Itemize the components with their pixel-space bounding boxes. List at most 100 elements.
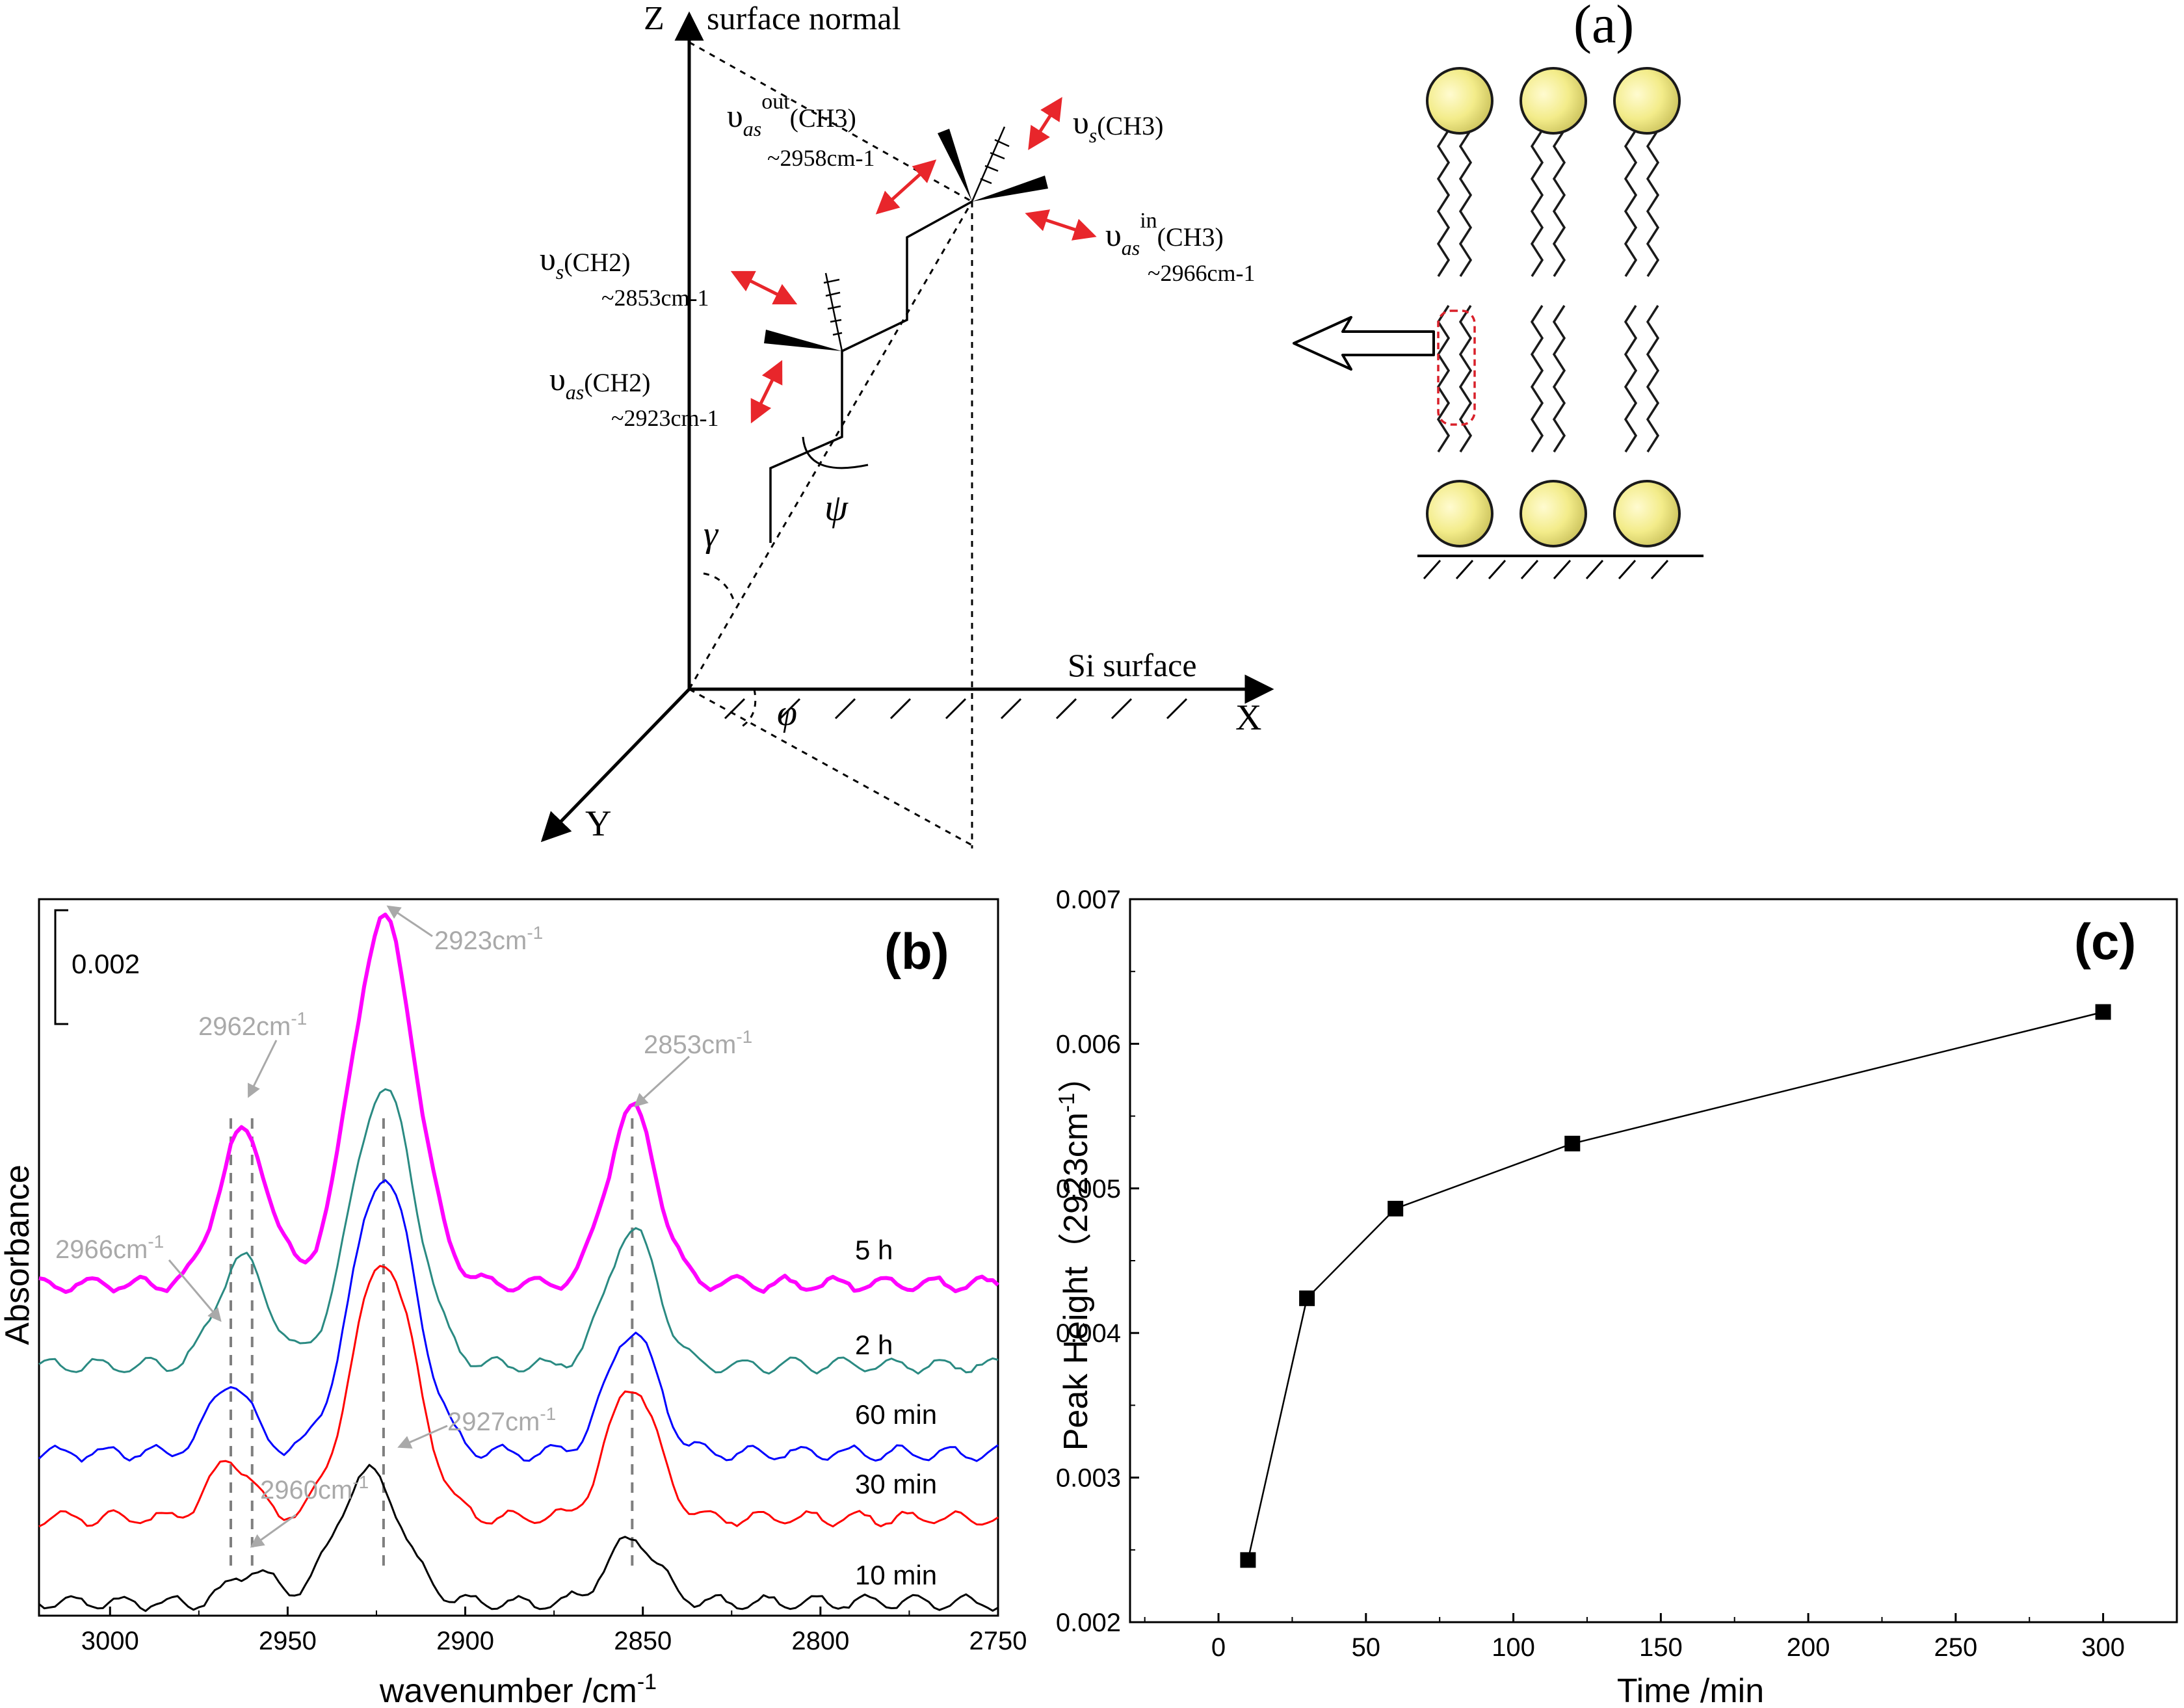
- spectrum-5-h: [38, 912, 1000, 1294]
- phi-label: φ: [777, 693, 797, 733]
- x-tick-label-c: 300: [2081, 1633, 2125, 1662]
- spectrum-60-min: [38, 1179, 999, 1463]
- panel-c-label: (c): [2074, 913, 2136, 970]
- peak-height-series: [1240, 1004, 2111, 1568]
- zoom-arrow: [1293, 316, 1435, 371]
- annotation-arrow: [386, 905, 433, 938]
- y-tick-label-c: 0.007: [1056, 886, 1121, 914]
- x-ticks-c: 0 50 100 150 200 250 300: [1144, 1613, 2125, 1662]
- x-ticks-b: 3000 2950 2900 2850 2800 2750: [81, 1607, 1027, 1655]
- peak-annotations: 2923cm-1 2962cm-1 2853cm-1 2966cm-1 2927cm-1…: [55, 905, 752, 1548]
- lipid-head: [1613, 67, 1681, 135]
- peak-annotation: 2923cm-1: [434, 923, 543, 955]
- mode-label-s-ch2: υs(CH2): [540, 241, 630, 283]
- panel-a-diagram: Z surface normal Si surface X Y γ ψ φ υa…: [540, 0, 1274, 848]
- surface-hatching: [724, 698, 1188, 720]
- spectrum-2-h: [38, 1088, 999, 1375]
- mode-wn-as-ch2: ~2923cm-1: [611, 405, 718, 431]
- peak-annotation: 2962cm-1: [198, 1008, 307, 1041]
- x-axis-title-c: Time /min: [1617, 1672, 1764, 1708]
- y-axis-title-b: Absorbance: [0, 1164, 36, 1345]
- spectrum-30-min: [38, 1265, 999, 1528]
- mode-label-s-ch3: υs(CH3): [1073, 104, 1163, 147]
- y-tick-label-c: 0.003: [1056, 1464, 1121, 1493]
- data-point: [1240, 1552, 1256, 1568]
- series-label: 60 min: [855, 1399, 937, 1430]
- y-axis-letter: Y: [585, 804, 611, 844]
- lipid-tails: [1436, 129, 1660, 453]
- x-tick-label-c: 200: [1787, 1633, 1830, 1662]
- x-tick-label-c: 0: [1211, 1633, 1226, 1662]
- z-axis-label: surface normal: [707, 0, 901, 36]
- annotation-arrow: [633, 1055, 691, 1107]
- x-axis-letter: X: [1235, 698, 1261, 738]
- data-point: [1564, 1135, 1581, 1151]
- y-tick-label-c: 0.005: [1056, 1175, 1121, 1203]
- mode-label-as-ch2: υas(CH2): [549, 361, 650, 404]
- lipid-head: [1520, 480, 1587, 547]
- peak-height-line: [1247, 1011, 2103, 1560]
- panel-b-chart: 3000 2950 2900 2850 2800 2750 2923cm-1 2962cm-…: [0, 898, 1027, 1708]
- x-tick-label-c: 250: [1934, 1633, 1977, 1662]
- mode-wn-s-ch2: ~2853cm-1: [601, 285, 709, 311]
- peak-annotation: 2960cm-1: [260, 1472, 369, 1504]
- peak-annotation: 2966cm-1: [55, 1231, 164, 1264]
- z-axis-letter: Z: [644, 0, 664, 37]
- peak-annotation: 2927cm-1: [447, 1404, 556, 1436]
- x-axis-label: Si surface: [1068, 647, 1197, 683]
- x-tick-label-b: 2850: [614, 1627, 672, 1655]
- annotation-arrow: [397, 1425, 448, 1449]
- psi-label: ψ: [824, 486, 849, 529]
- x-tick-label-b: 2950: [259, 1627, 317, 1655]
- series-label: 30 min: [855, 1469, 937, 1499]
- lipid-head: [1613, 480, 1681, 547]
- plot-frame-c: [1129, 898, 2178, 1623]
- x-tick-label-b: 3000: [81, 1627, 139, 1655]
- x-tick-label-b: 2800: [791, 1627, 849, 1655]
- series-label: 5 h: [855, 1235, 893, 1265]
- lipid-bilayer-schematic: (a): [1293, 0, 1704, 579]
- psi-arc: [802, 436, 869, 469]
- scale-bar-label: 0.002: [72, 949, 140, 979]
- spectra-series: [38, 912, 1000, 1612]
- plot-frame-b: [38, 898, 999, 1617]
- x-tick-label-c: 150: [1639, 1633, 1683, 1662]
- substrate-hatching: [1423, 560, 1669, 579]
- y-tick-label-c: 0.004: [1056, 1319, 1121, 1348]
- y-tick-label-c: 0.002: [1056, 1609, 1121, 1637]
- x-tick-label-b: 2900: [436, 1627, 494, 1655]
- spectrum-10-min: [38, 1464, 999, 1612]
- data-point: [2095, 1004, 2111, 1020]
- x-tick-label-c: 50: [1352, 1633, 1381, 1662]
- peak-annotation: 2853cm-1: [644, 1027, 752, 1059]
- annotation-arrow: [168, 1259, 222, 1322]
- y-axis-title-c: Peak Height（2923cm-1）: [1055, 1059, 1095, 1451]
- mode-label-as-in-ch3: υasin(CH3): [1105, 209, 1224, 259]
- data-point: [1388, 1200, 1404, 1216]
- lipid-head: [1426, 480, 1493, 547]
- peak-guide-lines: [230, 1118, 634, 1573]
- x-tick-label-b: 2750: [969, 1627, 1027, 1655]
- gamma-label: γ: [704, 514, 719, 555]
- chain-highlight: [1437, 309, 1476, 426]
- panel-c-chart: 0 50 100 150 200 250 300 0.002 0.003 0.004 0.005 0…: [1055, 886, 2178, 1708]
- series-labels: 5 h 2 h 60 min 30 min 10 min: [855, 1235, 937, 1590]
- lipid-head: [1426, 67, 1493, 135]
- x-tick-label-c: 100: [1492, 1633, 1535, 1662]
- scale-bar: [54, 909, 68, 1025]
- mode-label-as-out-ch3: υasout(CH3): [727, 90, 856, 140]
- lipid-heads: [1426, 67, 1681, 547]
- annotation-arrow: [248, 1040, 278, 1098]
- series-label: 2 h: [855, 1330, 893, 1360]
- panel-a-label: (a): [1573, 0, 1634, 55]
- lipid-head: [1520, 67, 1587, 135]
- series-label: 10 min: [855, 1560, 937, 1590]
- panel-b-label: (b): [884, 923, 949, 980]
- annotation-arrow: [250, 1514, 296, 1548]
- data-point: [1299, 1290, 1315, 1306]
- x-axis-title-b: wavenumber /cm-1: [379, 1670, 657, 1708]
- y-axis: [540, 688, 691, 843]
